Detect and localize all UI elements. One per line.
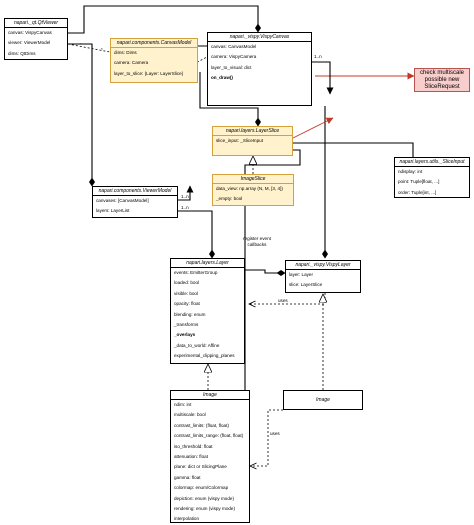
note-check-multiscale: check multiscale possible new SliceReque… (414, 68, 470, 92)
class-image: Image ndim: int multiscale: bool contras… (170, 390, 250, 523)
edge-label-multiplicity: 1..n (181, 194, 189, 199)
class-imageslice: ImageSlice data_view: np.array (N, M, [3… (212, 174, 294, 206)
class-title: napari.layers.LayerSlice (213, 127, 292, 136)
class-attr: layer_to_slice: {Layer: LayerSlice} (114, 70, 184, 76)
class-attr: iso_threshold: float (174, 443, 213, 449)
edge-label-register: register event callbacks (243, 236, 271, 247)
edge-qtviewer-vispycanvas (68, 5, 261, 34)
class-viewermodel: napari.components.ViewerModel canvases: … (92, 186, 178, 218)
edge-camera-dashed (189, 56, 208, 67)
class-vispycanvas: napari._vispy.VispyCanvas canvas: Canvas… (207, 32, 312, 106)
class-attr: contrast_limits: (float, float) (174, 422, 229, 428)
class-title: napari._vispy.VispyCanvas (208, 33, 311, 42)
class-attr: blending: enum (174, 311, 206, 317)
class-title: napari.components.CanvasModel (111, 39, 197, 48)
class-attr: events: EmitterGroup (174, 270, 218, 275)
class-vispylayer: napari._vispy.VispyLayer layer: Layer sl… (285, 260, 361, 293)
class-attr: data_view: np.array (N, M, [3, 4]) (216, 186, 283, 191)
class-method: on_draw() (211, 75, 233, 81)
class-attr: camera: Camera (114, 60, 149, 66)
class-attr: multiscale: bool (174, 412, 206, 418)
class-attr: gamma: float (174, 474, 201, 480)
class-layerslice: napari.layers.LayerSlice slice_input: _S… (212, 126, 293, 156)
edge-label-multiplicity: 1..n (181, 205, 189, 210)
class-attr: colormap: enum/Colormap (174, 485, 229, 491)
edge-viewermodel-canvasmodel (178, 185, 194, 201)
class-attr: _data_to_world: Affine (174, 342, 220, 348)
class-attr: viewer: ViewerModel (8, 40, 51, 46)
class-title: napari._vispy.VispyLayer (286, 261, 360, 270)
class-attr: _empty: bool (216, 196, 243, 202)
class-layer: napari.layers.Layer events: EmitterGroup… (170, 258, 245, 364)
class-attr: ndisplay: int (398, 169, 423, 174)
class-attr: depiction: enum (vispy mode) (174, 495, 235, 501)
class-attr: slice_input: _SliceInput (216, 138, 263, 143)
class-attr: contrast_limits_range: (float, float) (174, 433, 244, 439)
edge-vispylayer-uses-layer (249, 293, 326, 304)
edge-layer-vispylayer-register (245, 269, 286, 276)
edge-qtviewer-viewermodel (68, 43, 95, 187)
edge-label-uses: uses (270, 431, 280, 436)
edge-qtviewer-canvasmodel (67, 43, 111, 53)
class-attr: plane: dict or SlicingPlane (174, 464, 227, 470)
class-attr: layer_to_visual: dict (211, 64, 252, 70)
edge-label-star: * (101, 47, 103, 52)
class-attr: interpolation (174, 516, 200, 522)
class-attr: camera: VispyCamera (211, 54, 257, 60)
edge-label-multiplicity: 1..n (314, 54, 322, 59)
class-qtviewer: napari._qt.QtViewer canvas: VispyCanvas … (4, 18, 68, 60)
class-attr: point: Tuple[float, ...] (398, 179, 440, 185)
class-attr: opacity: float (174, 301, 200, 307)
edge-viewermodel-layer (178, 210, 215, 259)
class-attr: _transforms (174, 322, 199, 328)
edge-label-star: * (80, 42, 82, 47)
class-title: napari.layers.Layer (171, 259, 244, 268)
edge-layerslice-long (241, 149, 301, 517)
class-attr: canvas: VispyCanvas (8, 30, 52, 35)
class-attr: dims: Dims (114, 50, 137, 55)
class-attr: attenuation: float (174, 454, 208, 460)
class-attr: loaded: bool (174, 280, 200, 286)
class-title: Image (316, 397, 330, 403)
class-attr: _overlays (174, 332, 196, 338)
class-sliceinput: napari.layers.utils._SliceInput ndisplay… (394, 157, 470, 198)
class-attr: experimental_clipping_planes (174, 353, 235, 359)
class-attr: layer: Layer (289, 272, 314, 277)
class-title: napari.layers.utils._SliceInput (395, 158, 469, 167)
class-attr: slice: LayerSlice (289, 282, 323, 288)
class-attr: visible: bool (174, 290, 199, 296)
class-attr: layers: LayerList (96, 208, 130, 214)
class-attr: rendering: enum (vispy mode) (174, 506, 236, 512)
class-attr: order: Tuple[int, ...] (398, 189, 437, 195)
class-attr: ndim: int (174, 402, 192, 407)
class-vispyimage: Image (283, 390, 363, 410)
edge-vispyimage-uses-image (250, 409, 283, 466)
class-title: ImageSlice (213, 175, 293, 184)
class-title: Image (171, 391, 249, 400)
edge-vispycanvas-viewermodel (312, 61, 334, 95)
class-title: napari._qt.QtViewer (5, 19, 67, 28)
class-title: napari.components.ViewerModel (93, 187, 177, 196)
class-attr: canvases: [CanvasModel] (96, 198, 149, 203)
edge-label-uses: uses (278, 298, 288, 303)
edge-layerslice-red (292, 117, 334, 139)
class-attr: canvas: CanvasModel (211, 44, 257, 49)
class-attr: dims: QtDims (8, 50, 36, 56)
edge-canvasmodel-layerslice (199, 72, 261, 127)
class-canvasmodel: napari.components.CanvasModel dims: Dims… (110, 38, 198, 83)
